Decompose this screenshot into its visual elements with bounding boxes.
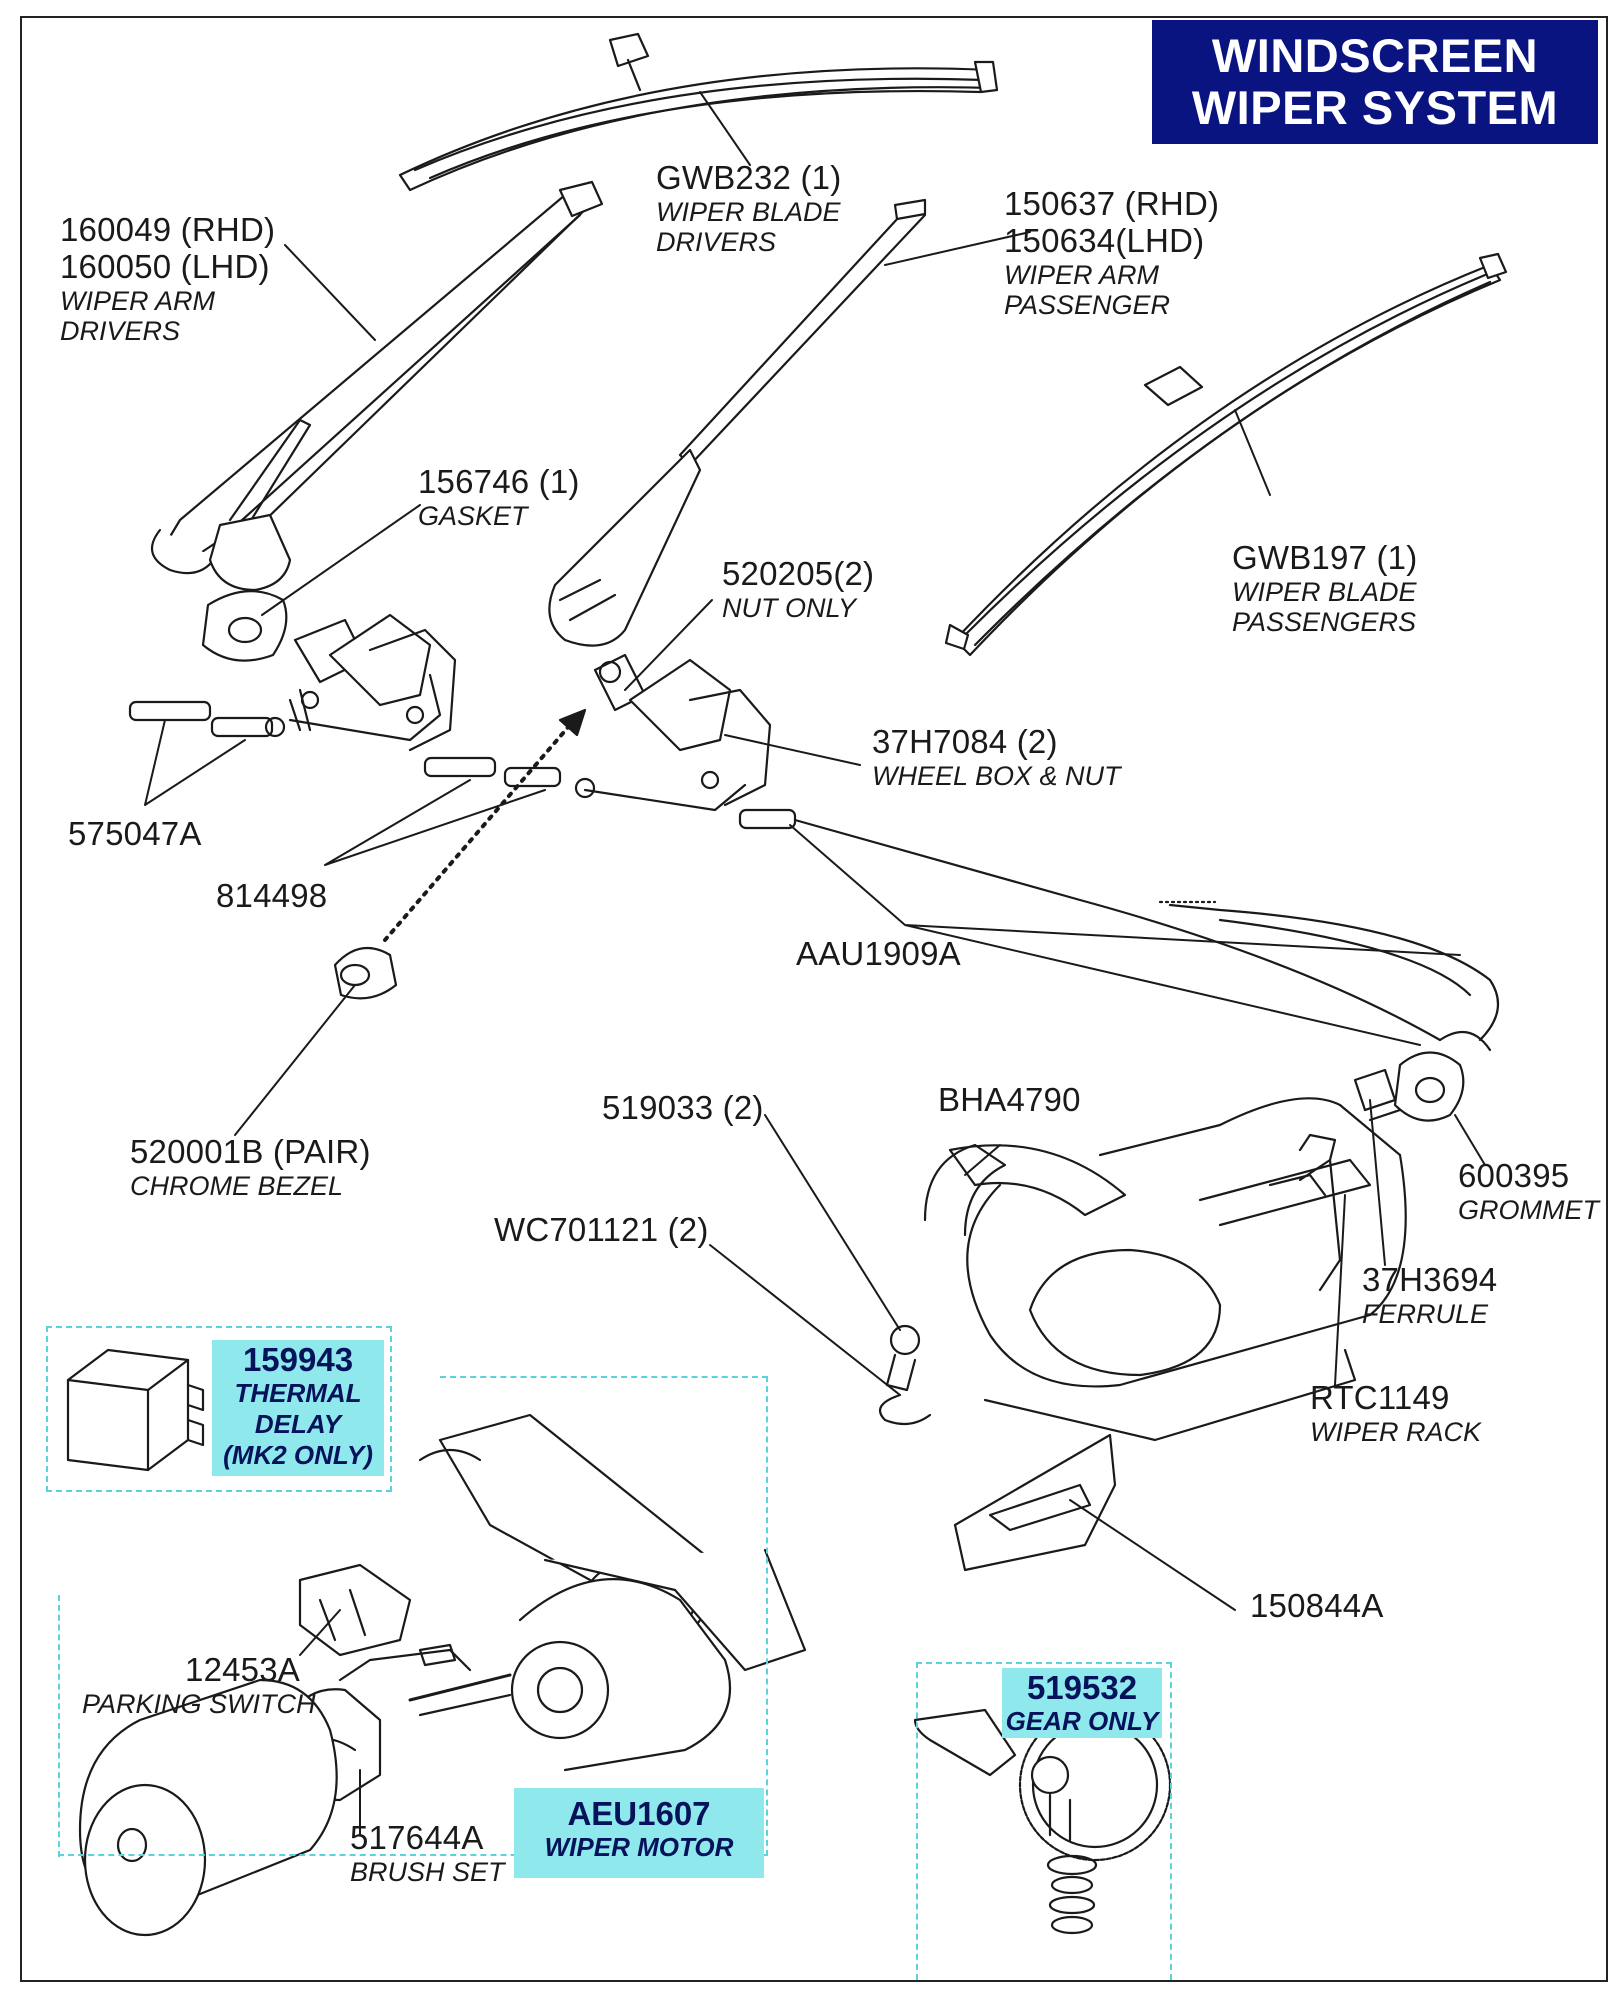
gear-drawing: [913, 1708, 1172, 1935]
callout-thermal-part: 159943: [242, 1341, 354, 1378]
callout-thermal-desc-2: DELAY: [254, 1409, 342, 1439]
label-gasket: 156746 (1) GASKET: [418, 463, 580, 531]
label-grommet: 600395 GROMMET: [1458, 1157, 1599, 1225]
cable-rack-drawing: [793, 818, 1500, 1042]
label-gwb232: GWB232 (1) WIPER BLADE DRIVERS: [656, 159, 842, 258]
thermal-delay-drawing: [66, 1348, 205, 1472]
motor-assembly-drawing: [878, 1097, 1407, 1442]
wheel-box-left-drawing: [288, 613, 457, 752]
callout-thermal-desc-3: (MK2 ONLY): [223, 1440, 373, 1470]
label-814498: 814498: [216, 877, 328, 914]
callout-gear: 519532 GEAR ONLY: [1002, 1668, 1162, 1738]
grommet-drawing: [1393, 1030, 1492, 1122]
label-parking-switch: 12453A PARKING SWITCH: [82, 1651, 316, 1719]
label-wiper-arm-drivers: 160049 (RHD) 160050 (LHD) WIPER ARM DRIV…: [60, 211, 276, 347]
label-ferrule: 37H3694 FERRULE: [1362, 1261, 1498, 1329]
label-gwb197: GWB197 (1) WIPER BLADE PASSENGERS: [1232, 539, 1418, 638]
wiper-arm-drivers-drawing: [150, 180, 604, 592]
wiper-arm-passenger-drawing: [548, 198, 927, 647]
callout-thermal-delay: 159943 THERMAL DELAY (MK2 ONLY): [212, 1340, 384, 1476]
exploded-wiper-motor-drawing: [78, 1413, 807, 1937]
chrome-bezel-drawing: [333, 946, 398, 1000]
label-nut: 520205(2) NUT ONLY: [722, 555, 875, 623]
label-150844a: 150844A: [1250, 1587, 1384, 1624]
diagram-frame: [20, 16, 1608, 1982]
gear-panel: [916, 1662, 1172, 1980]
label-wiper-rack: RTC1149 WIPER RACK: [1310, 1379, 1482, 1447]
callout-wiper-motor: AEU1607 WIPER MOTOR: [514, 1788, 764, 1878]
gasket-drawing: [201, 590, 288, 662]
label-wc701121: WC701121 (2): [494, 1211, 709, 1248]
label-wheel-box: 37H7084 (2) WHEEL BOX & NUT: [872, 723, 1121, 791]
label-chrome-bezel: 520001B (PAIR) CHROME BEZEL: [130, 1133, 371, 1201]
callout-gear-part: 519532: [1026, 1669, 1138, 1706]
leader-lines: [144, 91, 1486, 1836]
rack-tubes-drawing: [128, 700, 797, 830]
label-519033: 519033 (2): [602, 1089, 764, 1126]
title-line-2: WIPER SYSTEM: [1191, 81, 1559, 134]
title-line-1: WINDSCREEN: [1211, 29, 1539, 82]
page-title: WINDSCREEN WIPER SYSTEM: [1152, 20, 1598, 144]
label-brush-set: 517644A BRUSH SET: [350, 1819, 505, 1887]
label-aau1909a: AAU1909A: [796, 935, 961, 972]
wiper-motor-panel-left: [58, 1595, 60, 1857]
label-bha4790: BHA4790: [938, 1081, 1081, 1118]
callout-motor-part: AEU1607: [567, 1795, 711, 1832]
callout-thermal-desc-1: THERMAL: [234, 1378, 362, 1408]
fitting-arrow: [383, 723, 572, 942]
wiper-blade-drivers-drawing: [398, 32, 999, 192]
wheel-box-right-drawing: [583, 653, 772, 812]
callout-motor-desc: WIPER MOTOR: [544, 1832, 734, 1862]
wiper-blade-passenger-drawing: [944, 252, 1508, 657]
ferrule-drawing: [1353, 1068, 1402, 1122]
thermal-delay-panel: [46, 1326, 392, 1492]
motor-bracket-drawing: [953, 1433, 1117, 1572]
wiper-motor-panel-top: [440, 1376, 768, 1378]
label-wiper-arm-passenger: 150637 (RHD) 150634(LHD) WIPER ARM PASSE…: [1004, 185, 1220, 321]
callout-gear-desc: GEAR ONLY: [1005, 1706, 1159, 1736]
label-575047a: 575047A: [68, 815, 202, 852]
wiper-motor-panel: [58, 1376, 768, 1856]
